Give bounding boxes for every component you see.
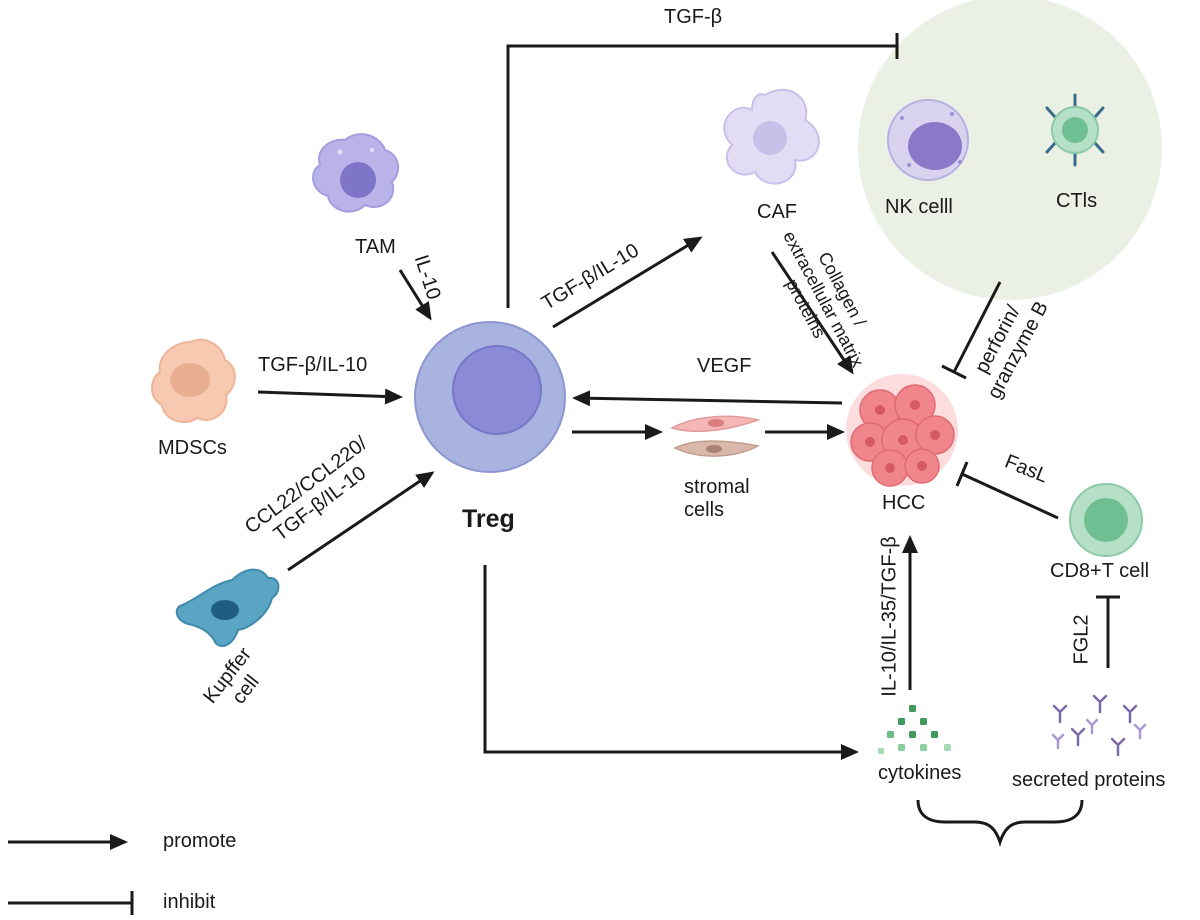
legend-promote-label: promote (163, 830, 237, 852)
edge-caf-hcc (770, 251, 854, 375)
mdsc-label: MDSCs (158, 437, 227, 459)
edge-label-cytokines: IL-10/IL-35/TGF-β (878, 536, 901, 697)
cd8-label: CD8+T cell (1050, 560, 1150, 582)
kupffer-cell-icon (175, 568, 280, 647)
stromal-label: stromal cells (684, 476, 750, 521)
treg-label: Treg (462, 505, 515, 533)
edge-treg-cytokines (483, 565, 859, 760)
tam-cell-icon (312, 133, 400, 213)
edge-tgfb-inhibit-immune (506, 44, 897, 308)
edge-label-vegf: VEGF (697, 355, 752, 377)
edge-label-fgl2: FGL2 (1070, 614, 1093, 665)
edge-treg-caf (552, 236, 703, 329)
legend-inhibit-label: inhibit (163, 891, 216, 913)
hcc-label: HCC (882, 492, 926, 514)
secreted-proteins-icon (1051, 694, 1147, 757)
ctl-cell-icon (1045, 93, 1105, 167)
ctl-label: CTls (1056, 190, 1098, 212)
tam-label: TAM (355, 236, 396, 258)
mdsc-cell-icon (151, 338, 236, 424)
edge-fasl-inhibit (961, 472, 1059, 520)
nk-label: NK celll (885, 196, 953, 218)
cytokines-icon (878, 705, 951, 754)
immune-zone (858, 0, 1162, 300)
secreted-label: secreted proteins (1012, 769, 1166, 791)
edge-mdsc-treg (257, 388, 403, 405)
brace (916, 799, 1084, 847)
edge-vegf-hcc-treg (572, 390, 843, 407)
edge-perforin-inhibit (952, 281, 1002, 373)
edge-label-mdsc: TGF-β/IL-10 (258, 354, 368, 376)
edge-label-tgfb-top: TGF-β (664, 6, 723, 28)
cd8-cell-icon (1069, 483, 1143, 557)
nk-cell-icon (887, 99, 969, 181)
caf-label: CAF (757, 201, 797, 223)
edge-tam-treg (398, 269, 432, 321)
treg-cell-icon (414, 321, 566, 473)
hcc-tumor-icon (846, 374, 958, 487)
cytokines-label: cytokines (878, 762, 962, 784)
stromal-cells-icon (670, 415, 761, 457)
edge-kupffer-treg (287, 471, 435, 572)
caf-cell-icon (723, 88, 820, 185)
